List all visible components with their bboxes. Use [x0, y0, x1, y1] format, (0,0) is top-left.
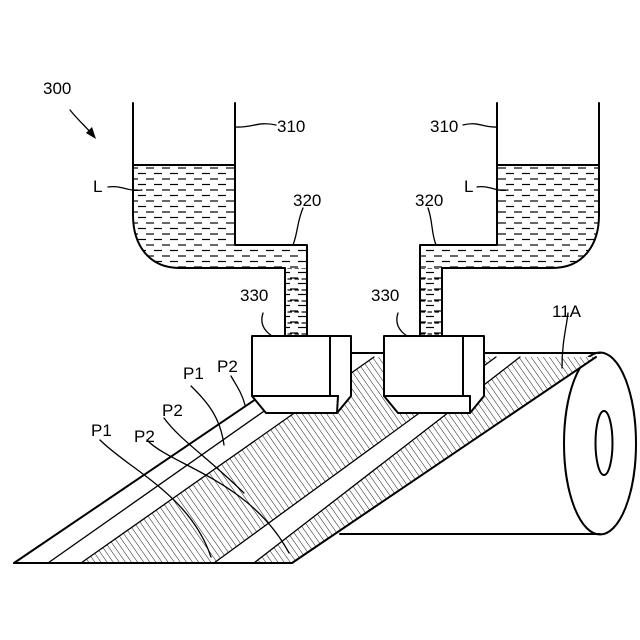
nozzle-right: [384, 336, 484, 413]
label-p2-middle: P2: [162, 401, 183, 420]
label-p2-upper: P2: [217, 357, 238, 376]
label-l-right: L: [464, 177, 473, 196]
liquid-left: [133, 165, 307, 336]
label-11a: 11A: [552, 302, 582, 321]
label-320-right: 320: [415, 191, 443, 210]
label-p1-lower: P1: [91, 421, 112, 440]
roll-end-face: [564, 353, 636, 535]
label-310-right: 310: [430, 117, 458, 136]
label-320-left: 320: [293, 191, 321, 210]
label-310-left: 310: [277, 117, 305, 136]
label-l-left: L: [93, 177, 102, 196]
label-p1-upper: P1: [183, 364, 204, 383]
container-left: [133, 103, 307, 336]
label-330-left: 330: [240, 286, 268, 305]
label-330-right: 330: [371, 286, 399, 305]
label-p2-lower: P2: [134, 427, 155, 446]
label-300: 300: [43, 79, 71, 98]
nozzle-left: [252, 336, 351, 413]
